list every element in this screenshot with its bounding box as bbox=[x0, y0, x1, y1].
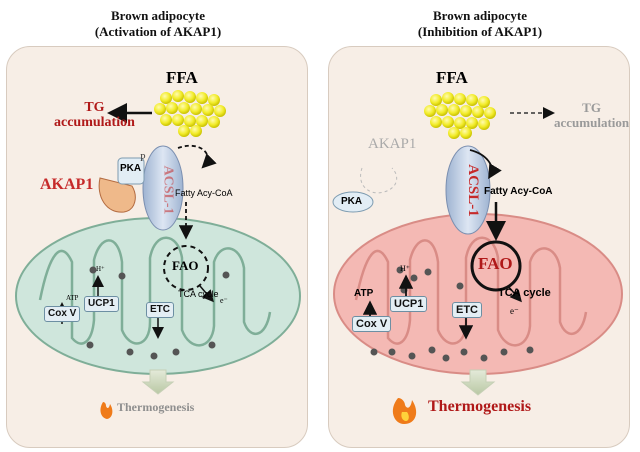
left-tg-line2: accumulation bbox=[54, 115, 135, 130]
left-etc-box: ETC bbox=[146, 302, 174, 318]
left-cristae bbox=[38, 236, 272, 347]
left-ucp1-box: UCP1 bbox=[84, 296, 119, 312]
left-ffa-droplets bbox=[154, 90, 226, 137]
left-acsl1-label: ACSL-1 bbox=[160, 165, 176, 215]
right-acsl-arrow bbox=[469, 149, 502, 180]
left-thermogenesis-label: Thermogenesis bbox=[117, 400, 195, 414]
right-ffa-droplets bbox=[424, 92, 496, 139]
right-akap1-label: AKAP1 bbox=[368, 136, 417, 152]
left-tg-line1: TG bbox=[84, 100, 105, 115]
right-fao-cycle bbox=[470, 240, 522, 292]
left-atp-label: ATP bbox=[66, 294, 79, 302]
right-title-line1: Brown adipocyte bbox=[432, 8, 527, 23]
left-pka-label: PKA bbox=[120, 163, 142, 174]
right-flame-core bbox=[401, 412, 409, 421]
left-tca-label: TCA cycle bbox=[178, 289, 219, 299]
left-down-arrow bbox=[141, 369, 175, 395]
right-coxv-box: Cox V bbox=[352, 316, 392, 332]
left-ffa-label: FFA bbox=[166, 68, 198, 87]
left-title-line1: Brown adipocyte bbox=[110, 8, 205, 23]
left-acsl1 bbox=[142, 145, 184, 231]
left-coxv-box: Cox V bbox=[44, 306, 81, 322]
right-down-arrow bbox=[460, 369, 496, 396]
right-acsl1 bbox=[445, 145, 491, 235]
left-protons bbox=[86, 266, 230, 360]
right-acsl1-label: ACSL-1 bbox=[464, 164, 481, 217]
right-title-line2: (Inhibition of AKAP1) bbox=[417, 24, 543, 39]
right-etc-box: ETC bbox=[452, 302, 482, 318]
right-hplus-label: H⁺ bbox=[400, 264, 410, 273]
left-fatty-acyl-label: Fatty Acy-CoA bbox=[175, 188, 233, 198]
right-fatty-acyl-label: Fatty Acy-CoA bbox=[484, 186, 553, 197]
left-panel-title: Brown adipocyte (Activation of AKAP1) bbox=[8, 8, 308, 40]
left-acsl-arrow bbox=[177, 144, 217, 169]
right-tg-line1: TG bbox=[582, 100, 601, 115]
right-pka-ellipse bbox=[332, 191, 374, 213]
left-fao-label: FAO bbox=[172, 258, 199, 273]
left-akap1-shape bbox=[98, 177, 136, 213]
left-fao-cycle bbox=[163, 245, 209, 291]
right-panel-title: Brown adipocyte (Inhibition of AKAP1) bbox=[330, 8, 630, 40]
right-ucp1-box: UCP1 bbox=[390, 296, 428, 312]
left-eminus-label: e⁻ bbox=[220, 296, 228, 305]
right-tg-line2: accumulation bbox=[554, 115, 630, 130]
right-tca-label: TCA cycle bbox=[498, 287, 551, 299]
right-fao-label: FAO bbox=[478, 254, 513, 273]
right-ffa-label: FFA bbox=[436, 68, 468, 87]
right-thermogenesis-label: Thermogenesis bbox=[428, 398, 532, 415]
left-akap1-label: AKAP1 bbox=[40, 176, 94, 193]
right-eminus-label: e⁻ bbox=[510, 306, 519, 316]
right-tg-label: TG accumulation bbox=[554, 100, 629, 130]
left-hplus-label: H⁺ bbox=[96, 265, 105, 273]
right-fao-to-tca-arrow bbox=[507, 285, 522, 303]
left-title-line2: (Activation of AKAP1) bbox=[94, 24, 222, 39]
right-akap1-shape bbox=[360, 167, 398, 194]
left-tg-label: TG accumulation bbox=[54, 100, 135, 130]
left-flame-icon bbox=[100, 402, 113, 419]
left-pka-box bbox=[117, 157, 145, 185]
left-fao-to-tca-arrow bbox=[199, 285, 214, 303]
right-pka-label: PKA bbox=[341, 196, 363, 207]
right-flame-icon bbox=[392, 398, 417, 424]
right-atp-label: ATP bbox=[354, 288, 374, 299]
left-p-label: P bbox=[140, 153, 146, 164]
